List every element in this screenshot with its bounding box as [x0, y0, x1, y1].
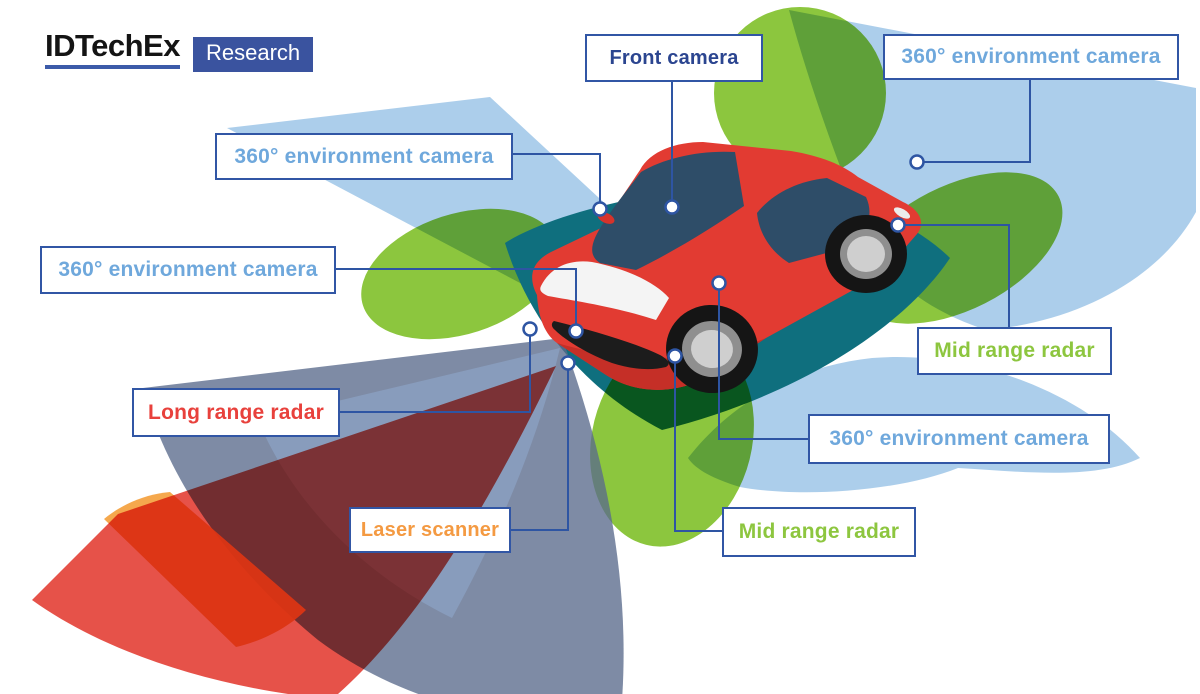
car-rear-wheel — [825, 215, 907, 293]
sensor-dot — [522, 321, 538, 337]
logo-brand-text: IDTechEx — [45, 29, 180, 69]
callout-front-camera: Front camera — [585, 34, 763, 82]
sensor-dot — [909, 154, 925, 170]
car-illustration — [532, 142, 922, 394]
connector-lines — [336, 80, 1031, 532]
sensor-dot — [890, 217, 906, 233]
callout-mid-range-radar-right: Mid range radar — [917, 327, 1112, 375]
callout-mid-range-radar-bottom: Mid range radar — [722, 507, 916, 557]
sensor-dot — [568, 323, 584, 339]
callout-360-camera-top-right: 360° environment camera — [883, 34, 1179, 80]
car-front-wheel — [666, 304, 758, 394]
callout-long-range-radar: Long range radar — [132, 388, 340, 437]
sensor-dots — [522, 154, 925, 371]
sensor-dot — [667, 348, 683, 364]
callout-laser-scanner: Laser scanner — [349, 507, 511, 553]
logo: IDTechEx Research — [45, 29, 314, 73]
sensor-dot — [560, 355, 576, 371]
sensor-dot — [664, 199, 680, 215]
callout-360-camera-left: 360° environment camera — [40, 246, 336, 294]
sensor-dot — [711, 275, 727, 291]
car-rear-lamp — [893, 207, 911, 219]
callout-360-camera-top-left: 360° environment camera — [215, 133, 513, 180]
logo-research-badge: Research — [192, 37, 314, 73]
car-light-band — [540, 261, 669, 320]
callout-360-camera-bottom-right: 360° environment camera — [808, 414, 1110, 464]
sensor-dot — [592, 201, 608, 217]
laser-scanner-fan — [32, 366, 556, 694]
